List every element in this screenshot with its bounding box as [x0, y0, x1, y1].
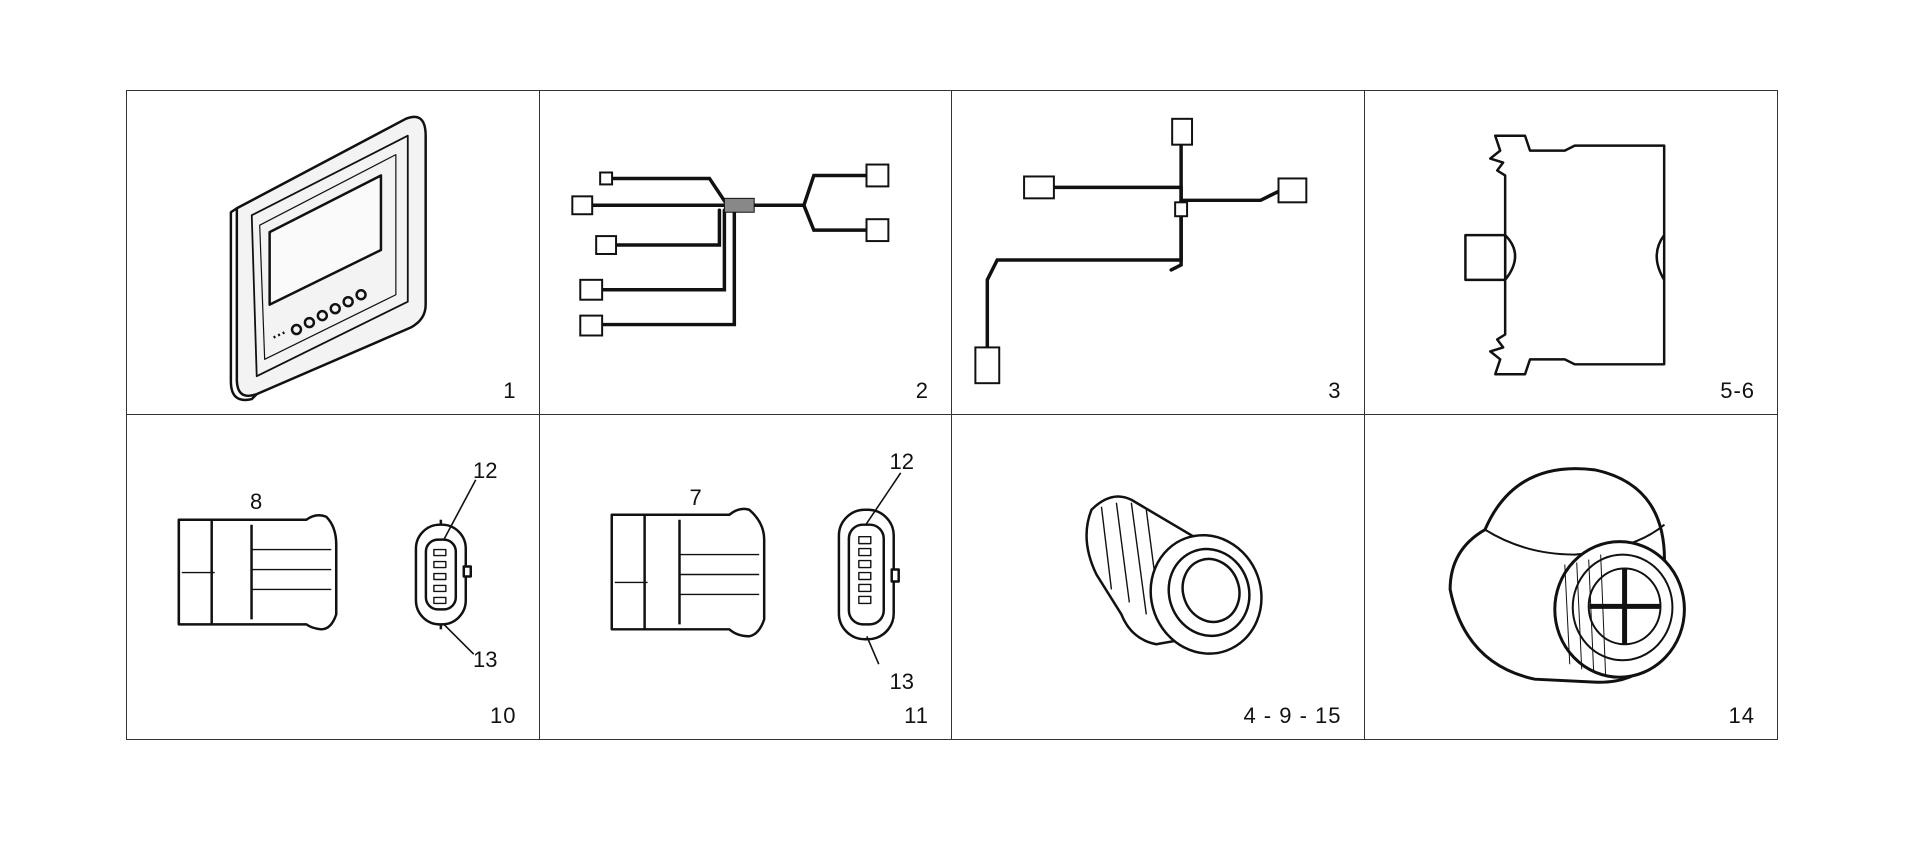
- reference-number: 14: [1728, 703, 1755, 728]
- cell-relay-module: 5-6: [1364, 91, 1777, 415]
- pin-top-label: 12: [889, 449, 914, 474]
- cell-display-unit: 1: [127, 91, 540, 415]
- control-display-icon: [229, 115, 427, 402]
- body-label: 7: [689, 485, 702, 510]
- buzzer-icon: [1448, 467, 1686, 684]
- cell-buzzer: 14: [1365, 415, 1778, 739]
- reference-number: 4 - 9 - 15: [1243, 703, 1342, 728]
- reference-number: 11: [904, 703, 929, 728]
- connector-pair-icon: [177, 479, 477, 655]
- connector-pair-icon: [609, 472, 901, 665]
- cell-connector-7: 7 12 13 11: [540, 415, 952, 739]
- cable-harness-icon: [974, 117, 1308, 385]
- cell-connector-8: 8 12 13 10: [127, 415, 540, 739]
- reference-number: 2: [915, 378, 929, 403]
- cell-wiring-harness: 2: [539, 91, 952, 415]
- sensor-plug-icon: [1085, 495, 1263, 655]
- reference-number: 10: [490, 703, 517, 728]
- body-label: 8: [250, 489, 263, 514]
- parts-diagram-grid: 1: [126, 90, 1778, 740]
- reference-number: 3: [1328, 378, 1342, 403]
- cell-cable-harness: 3: [952, 91, 1365, 415]
- pin-top-label: 12: [473, 458, 498, 483]
- wiring-harness-icon: [570, 163, 889, 337]
- pin-bottom-label: 13: [473, 647, 498, 672]
- pin-bottom-label: 13: [889, 669, 914, 694]
- relay-module-icon: [1463, 134, 1665, 376]
- reference-number: 5-6: [1720, 378, 1755, 403]
- reference-number: 1: [503, 378, 517, 403]
- cell-sensor-plug: 4 - 9 - 15: [952, 415, 1365, 739]
